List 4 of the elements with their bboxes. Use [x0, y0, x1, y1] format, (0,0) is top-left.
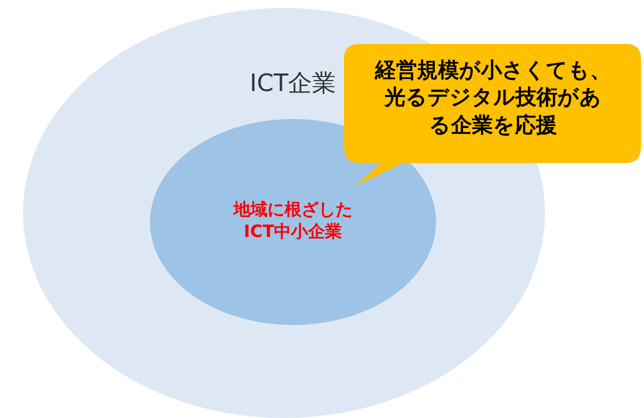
callout-text: 経営規模が小さくても、光るデジタル技術がある企業を応援: [375, 57, 611, 139]
ellipse-label: ICT企業: [248, 68, 338, 99]
speech-bubble: [343, 43, 642, 188]
ellipse-label: 地域に根ざしたICT中小企業: [232, 199, 354, 244]
